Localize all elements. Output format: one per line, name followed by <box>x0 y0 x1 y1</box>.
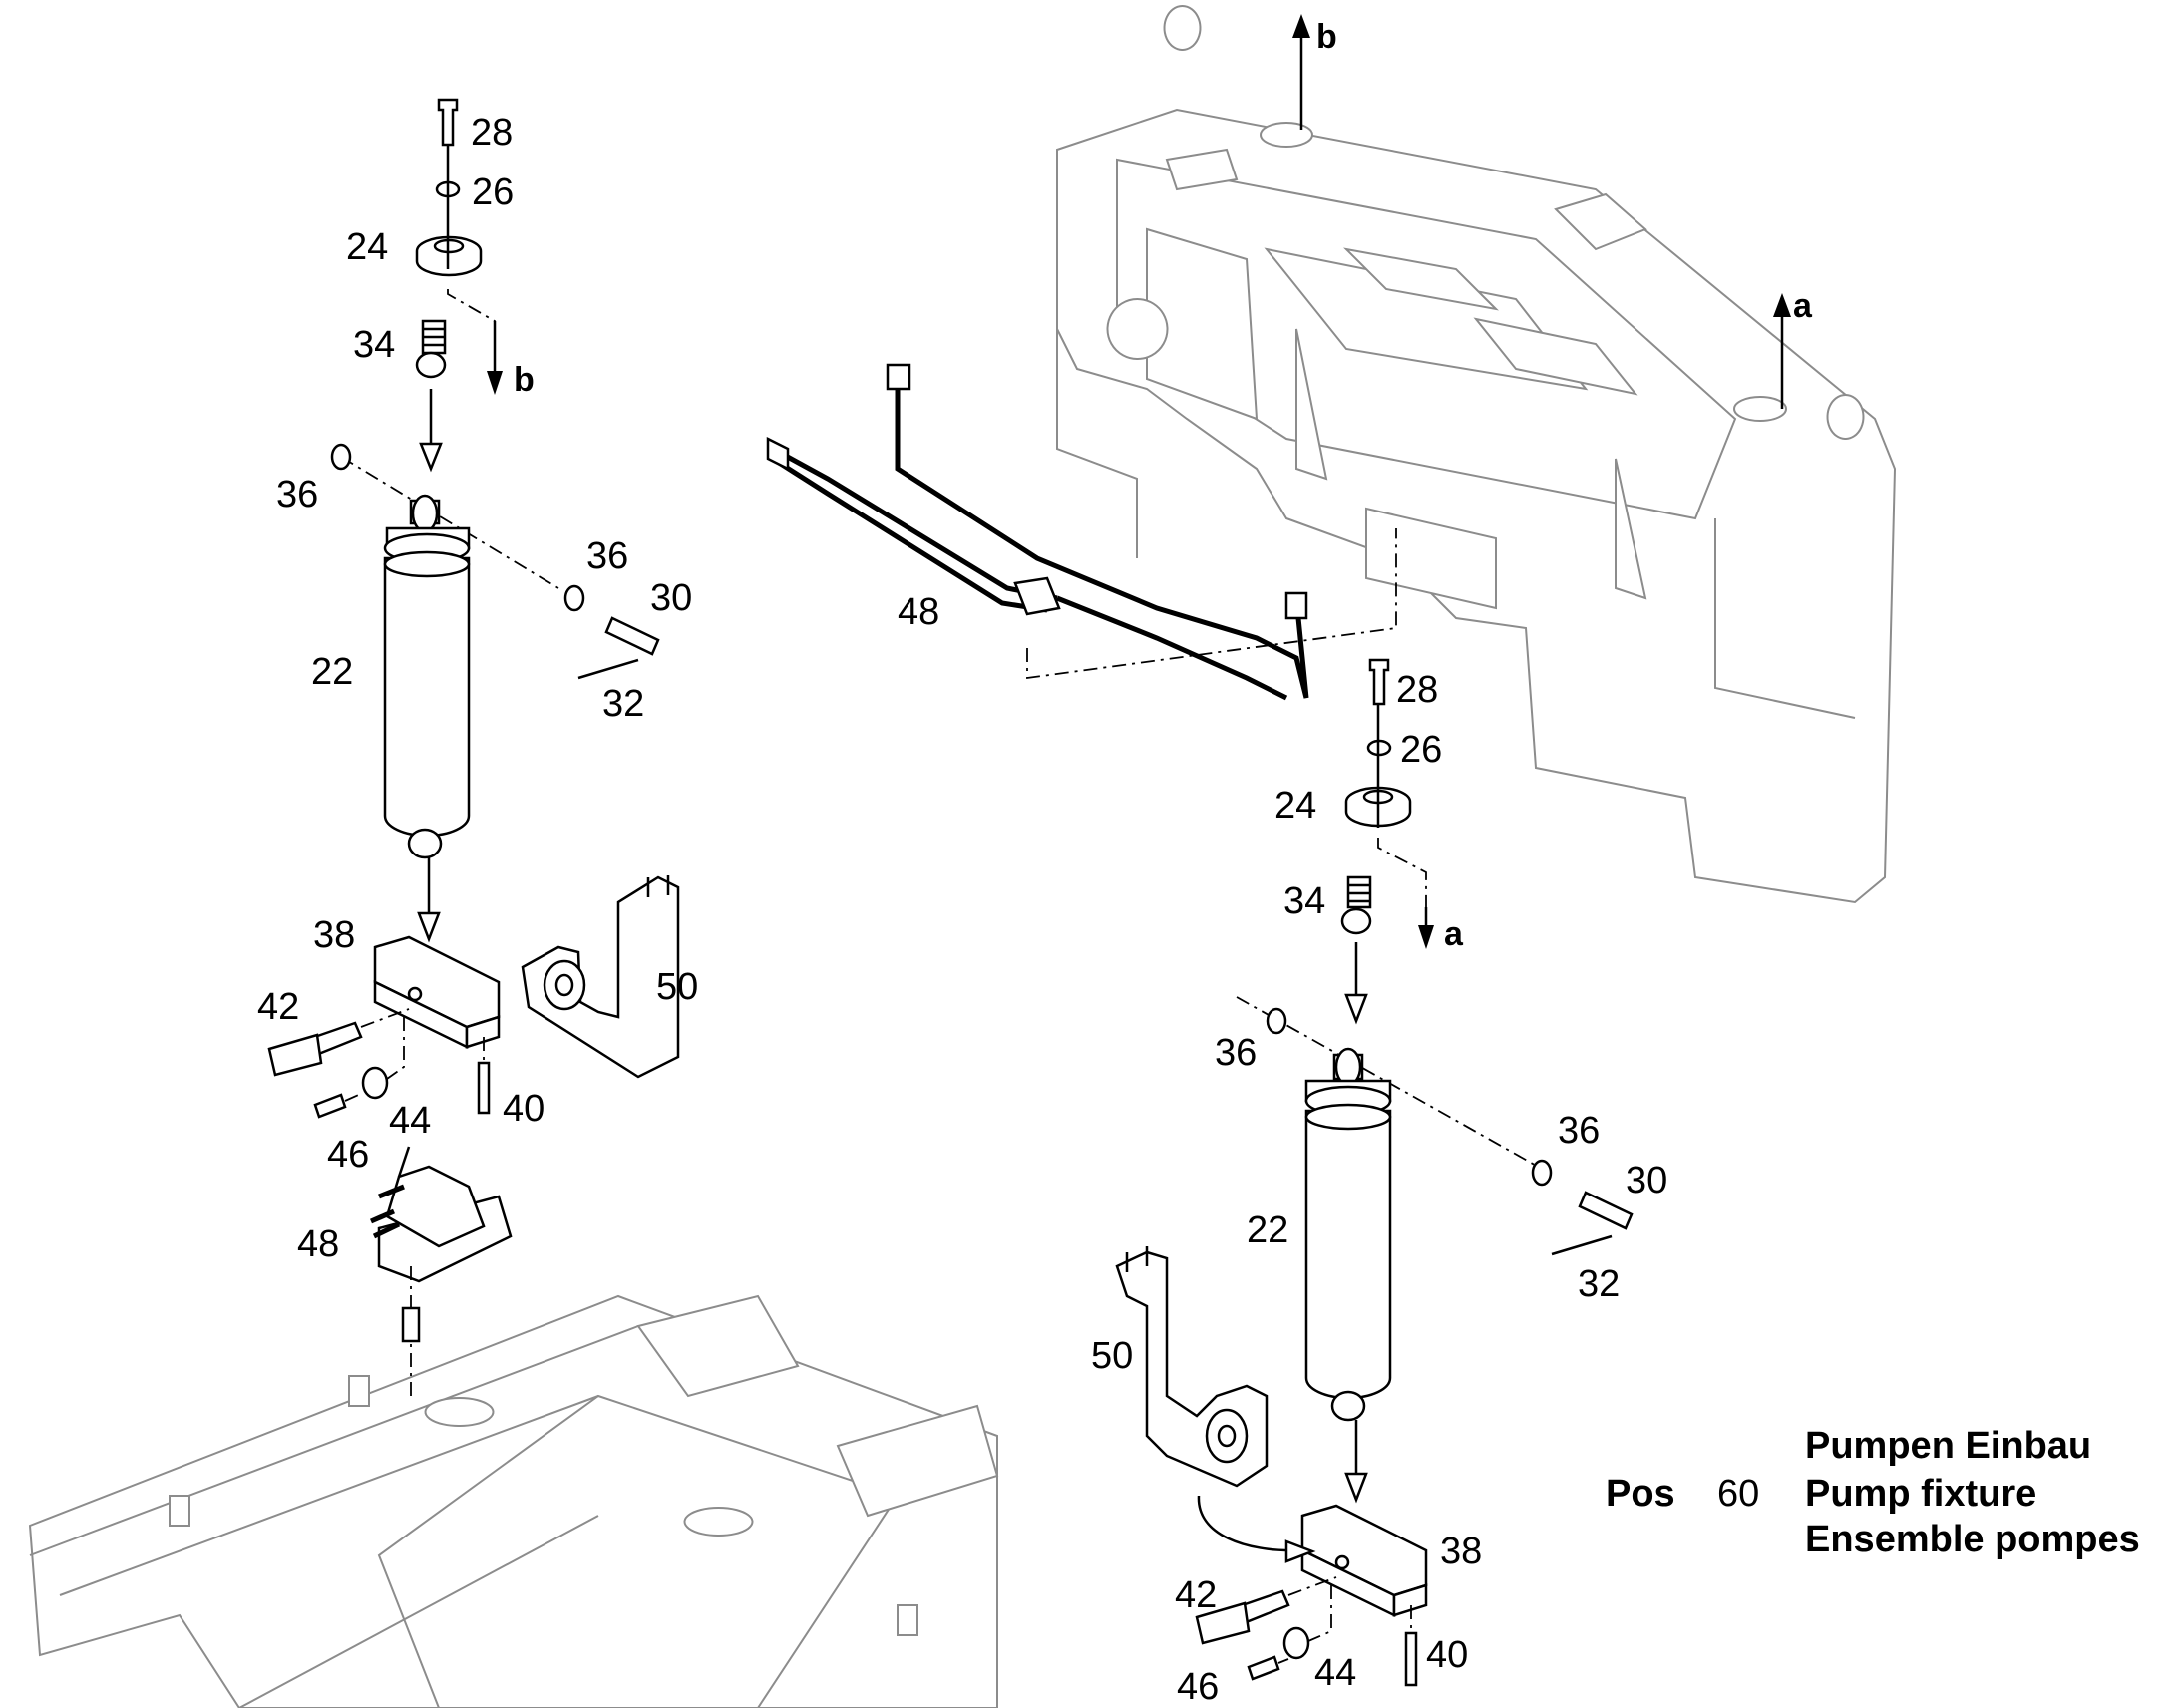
pump-cylinder-22-left <box>383 494 471 859</box>
pump-cylinder-22-right <box>1304 1047 1392 1422</box>
label-34-left: 34 <box>353 324 395 366</box>
caption-french: Ensemble pompes <box>1805 1519 2140 1560</box>
label-44-left: 44 <box>389 1100 431 1142</box>
label-32-left: 32 <box>602 683 644 725</box>
label-28-left: 28 <box>471 112 513 154</box>
label-24-right: 24 <box>1274 785 1316 827</box>
label-40-left: 40 <box>503 1088 545 1130</box>
label-22-left: 22 <box>311 651 353 693</box>
left-pump-assembly <box>267 98 680 1396</box>
pin-30-left <box>604 616 660 656</box>
label-36-left-b: 36 <box>586 535 628 577</box>
arrow-b-left-label: b <box>514 361 535 399</box>
right-pump-assembly <box>1115 658 1634 1687</box>
label-38-right: 38 <box>1440 1531 1482 1572</box>
caption-german: Pumpen Einbau <box>1805 1425 2091 1467</box>
label-28-right: 28 <box>1396 669 1438 711</box>
washer-36-left-a <box>330 443 352 471</box>
label-42-left: 42 <box>257 986 299 1028</box>
label-46-right: 46 <box>1177 1666 1219 1708</box>
support-arm-50-left <box>521 875 680 1079</box>
valve-block-48-lower <box>370 1146 513 1396</box>
arrow-a-right-label: a <box>1444 915 1464 953</box>
label-26-left: 26 <box>472 171 514 213</box>
pin-30-right <box>1578 1191 1634 1230</box>
caption-pos-label: Pos <box>1606 1473 1675 1515</box>
position-caption: Pumpen Einbau Pos 60 Pump fixture Ensemb… <box>1606 1425 2140 1560</box>
bolt-28-right <box>1368 658 1390 706</box>
washer-36-left-b <box>563 584 585 612</box>
bolt-46-left <box>313 1093 347 1119</box>
reference-arrows: b b a a <box>487 14 1813 953</box>
label-30-right: 30 <box>1626 1160 1667 1201</box>
label-32-right: 32 <box>1578 1263 1620 1305</box>
label-36-right-a: 36 <box>1215 1032 1257 1074</box>
washer-44-left <box>361 1066 389 1100</box>
washer-36-right-a <box>1266 1007 1287 1035</box>
hose-assembly-48-upper <box>766 363 1397 701</box>
split-pin-32-right <box>1551 1234 1613 1256</box>
bracket-38-right <box>1300 1504 1428 1618</box>
move-arrow-50-to-38 <box>1197 1495 1297 1552</box>
label-24-left: 24 <box>346 226 388 268</box>
washer-44-right <box>1282 1626 1310 1660</box>
label-48-upper: 48 <box>898 591 939 633</box>
arrow-b-top-label: b <box>1316 18 1337 56</box>
label-36-left-a: 36 <box>276 474 318 515</box>
label-38-left: 38 <box>313 914 355 956</box>
label-42-right: 42 <box>1175 1574 1217 1616</box>
part-number-labels: 28 26 24 34 36 36 30 32 22 38 42 50 40 4… <box>257 112 1667 1708</box>
split-pin-32-left <box>577 658 639 680</box>
chassis-frame <box>28 1294 999 1708</box>
bolt-40-right <box>1404 1631 1418 1687</box>
label-50-left: 50 <box>656 966 698 1008</box>
caption-pos-number: 60 <box>1717 1473 1759 1515</box>
label-48-lower: 48 <box>297 1223 339 1265</box>
bolt-40-left <box>477 1061 491 1115</box>
caption-english: Pump fixture <box>1805 1473 2036 1515</box>
bolt-46-right <box>1247 1655 1280 1681</box>
bracket-38-left <box>373 935 501 1050</box>
label-50-right: 50 <box>1091 1335 1133 1377</box>
label-26-right: 26 <box>1400 729 1442 771</box>
label-40-right: 40 <box>1426 1634 1468 1676</box>
counterweight-housing <box>1056 5 1897 904</box>
label-34-right: 34 <box>1283 880 1325 922</box>
label-22-right: 22 <box>1247 1209 1288 1251</box>
arrow-a-top-label: a <box>1793 287 1813 325</box>
bolt-28-left <box>437 98 459 147</box>
support-arm-50-right <box>1115 1246 1269 1488</box>
washer-36-right-b <box>1531 1159 1553 1187</box>
label-46-left: 46 <box>327 1134 369 1176</box>
label-36-right-b: 36 <box>1558 1110 1600 1152</box>
label-30-left: 30 <box>650 577 692 619</box>
label-44-right: 44 <box>1314 1652 1356 1694</box>
